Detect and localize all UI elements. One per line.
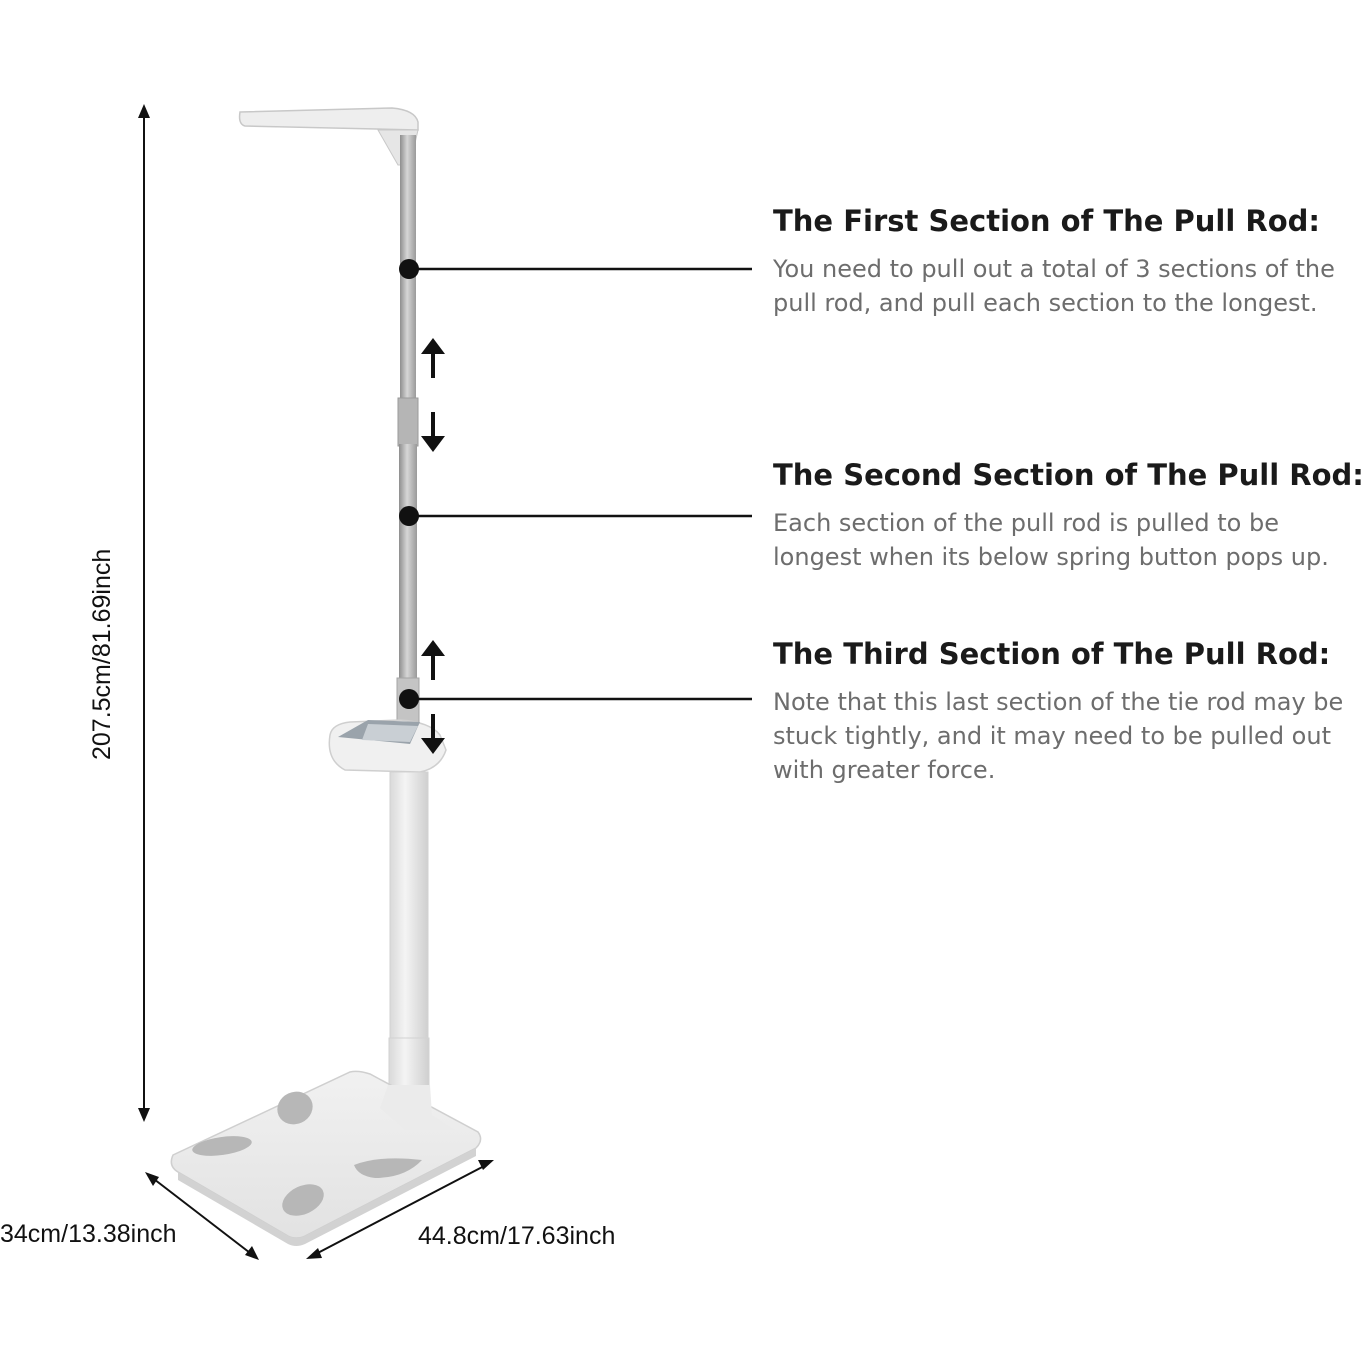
description-line: with greater force. [773,756,996,784]
height-dimension: 207.5cm/81.69inch [88,104,150,1122]
height-label: 207.5cm/81.69inch [88,549,116,760]
arrow-up-icon [421,640,445,680]
section-third: The Third Section of The Pull Rod: Note … [773,637,1368,787]
section-description: You need to pull out a total of 3 sectio… [773,252,1368,320]
section-first: The First Section of The Pull Rod: You n… [773,204,1368,320]
description-line: longest when its below spring button pop… [773,543,1329,571]
description-line: stuck tightly, and it may need to be pul… [773,722,1331,750]
section-description: Note that this last section of the tie r… [773,685,1368,787]
description-line: Note that this last section of the tie r… [773,688,1344,716]
section-title: The Third Section of The Pull Rod: [773,637,1331,671]
description-line: pull rod, and pull each section to the l… [773,289,1318,317]
width-label: 44.8cm/17.63inch [418,1222,615,1250]
depth-label: 34cm/13.38inch [0,1220,177,1248]
callout-second [399,506,752,526]
section-description: Each section of the pull rod is pulled t… [773,506,1368,574]
arrow-down-icon [421,714,445,754]
description-line: Each section of the pull rod is pulled t… [773,509,1279,537]
section-title: The First Section of The Pull Rod: [773,204,1320,238]
width-dimension: 44.8cm/17.63inch [306,1160,615,1259]
callout-first [399,259,752,279]
depth-dimension: 34cm/13.38inch [0,1172,259,1260]
section-second: The Second Section of The Pull Rod: Each… [773,458,1368,574]
arrow-up-icon [421,338,445,378]
section-title: The Second Section of The Pull Rod: [773,458,1364,492]
arrow-down-icon [421,412,445,452]
callout-third [399,689,752,709]
description-line: You need to pull out a total of 3 sectio… [773,255,1335,283]
